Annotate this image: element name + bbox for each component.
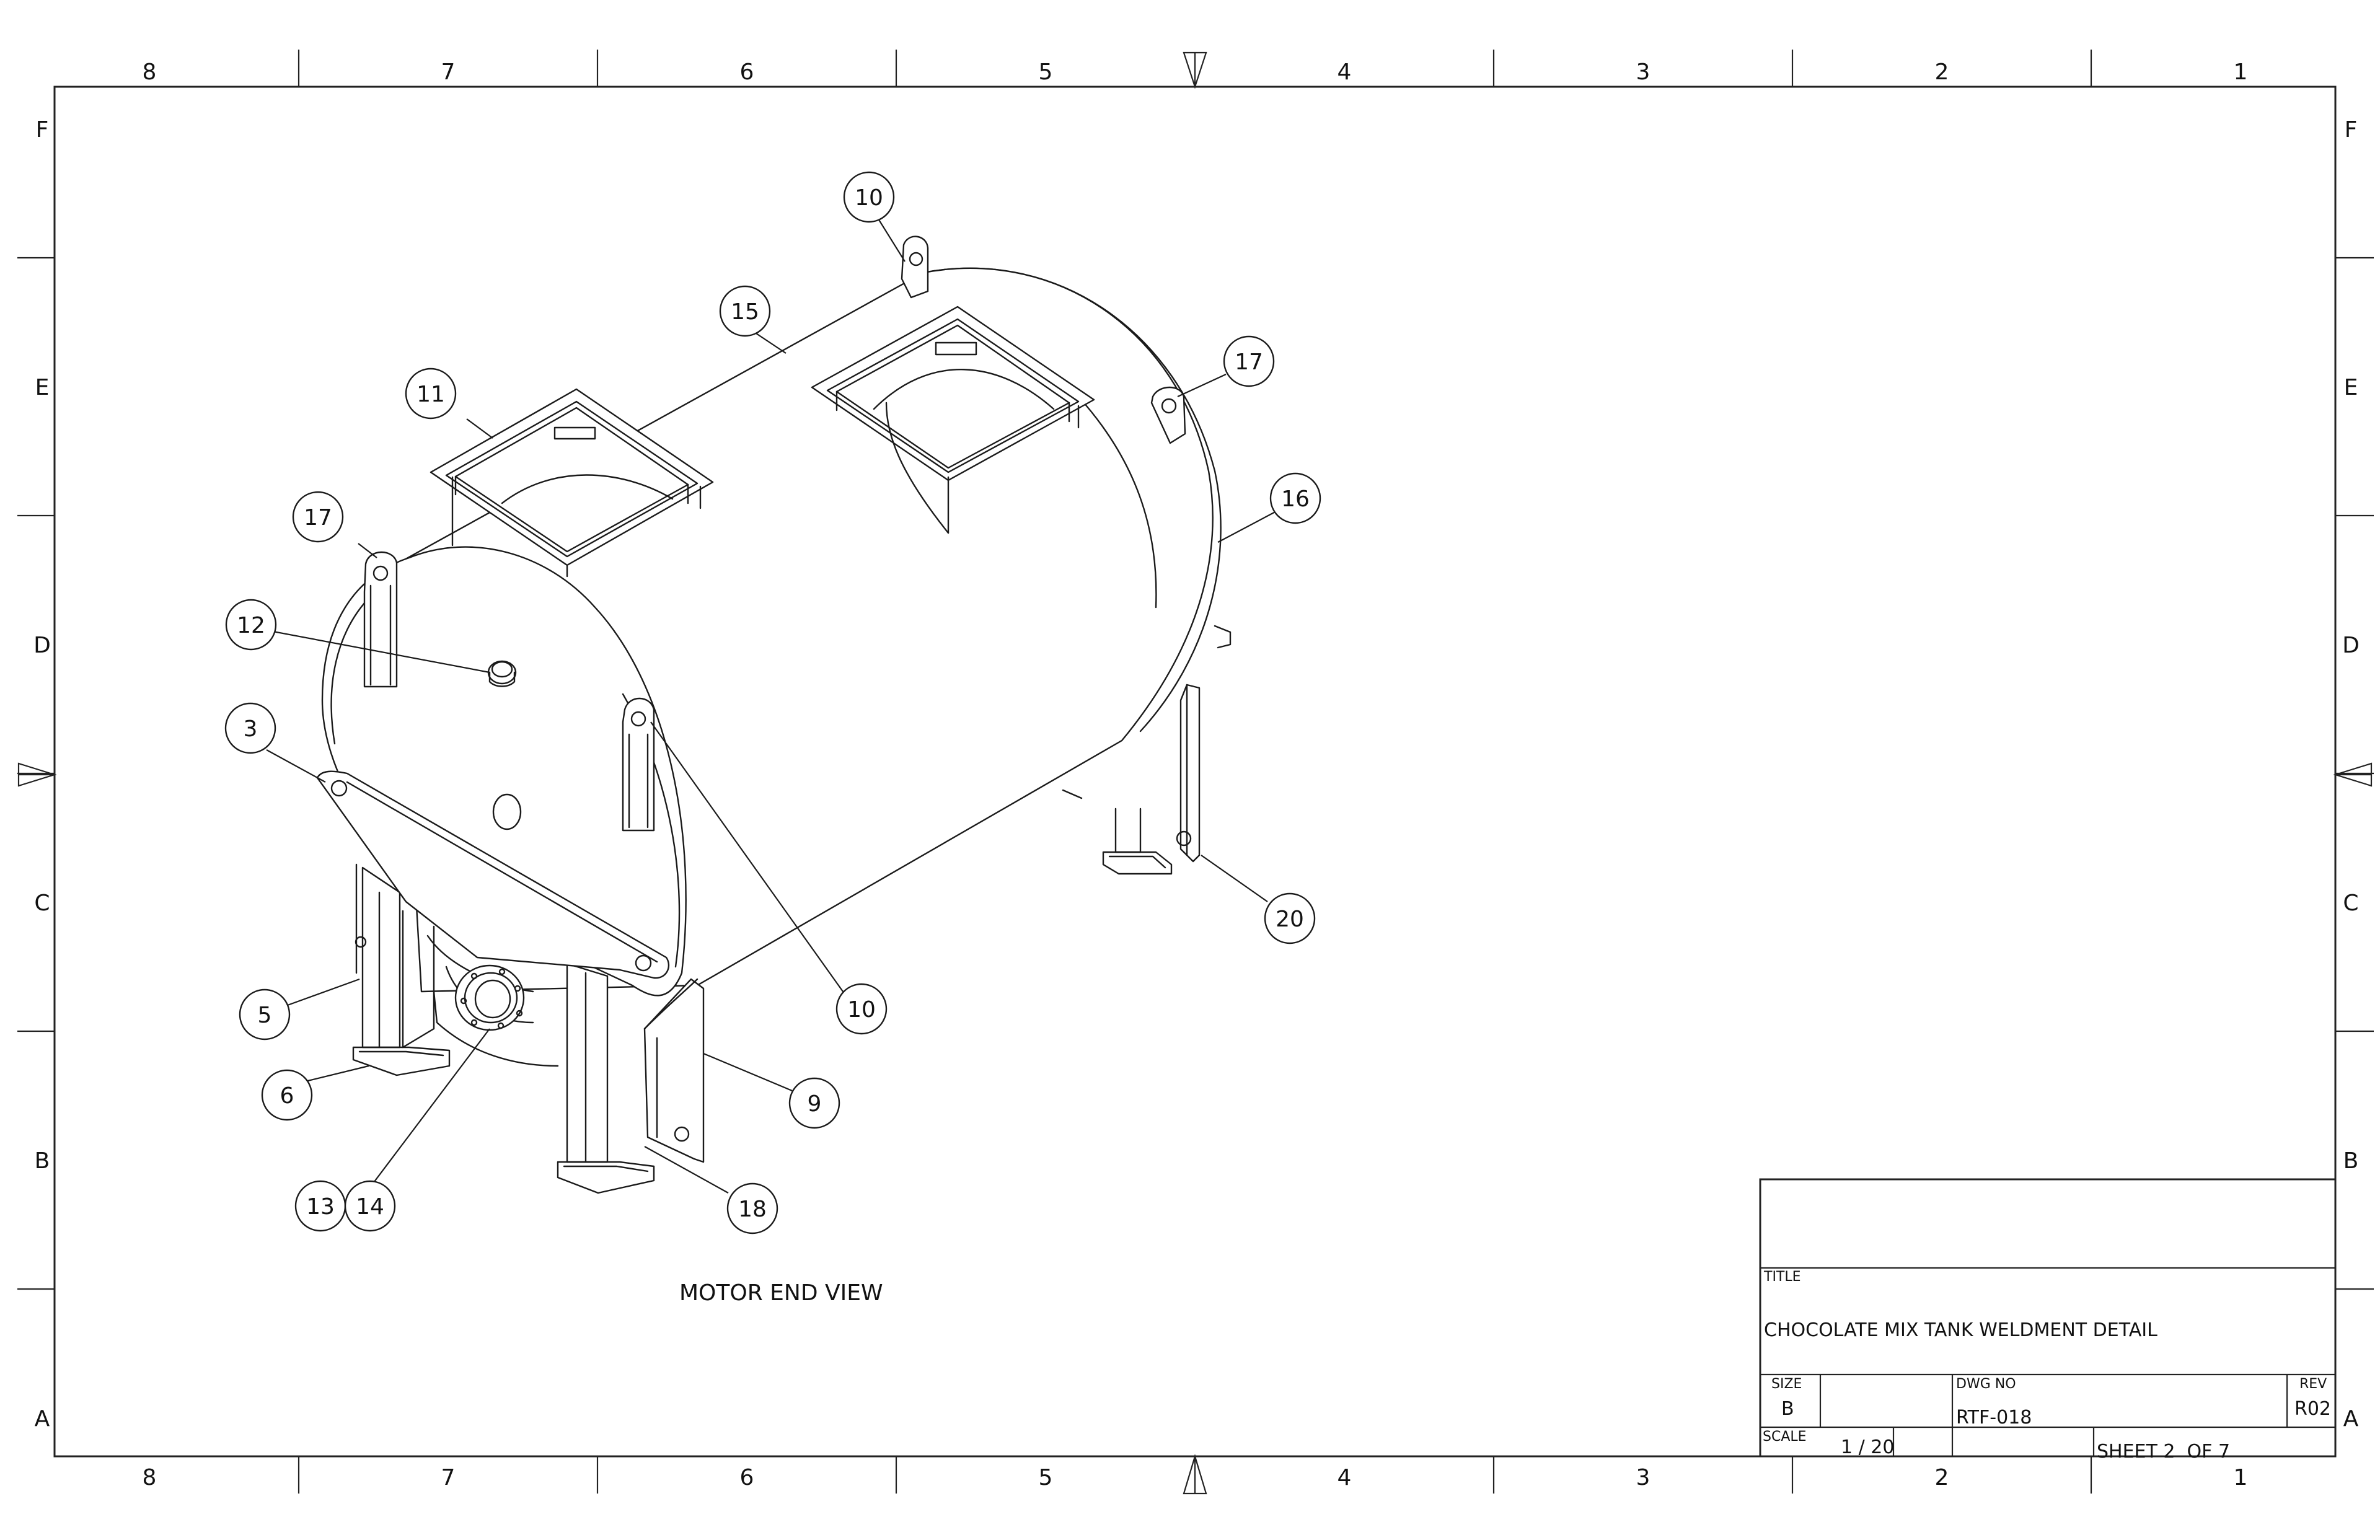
balloon: 11 <box>405 367 457 420</box>
zone-col-label: 6 <box>740 59 754 85</box>
balloon-label: 9 <box>808 1091 822 1117</box>
zone-col-label: 8 <box>143 59 157 85</box>
zone-row-label: D <box>33 633 51 658</box>
end-saddle-plate <box>316 770 670 979</box>
lifting-lug-top <box>901 235 929 299</box>
balloon: 17 <box>1223 335 1275 387</box>
rev-caption: REV <box>2299 1376 2327 1392</box>
lifting-lug-right <box>1150 386 1186 444</box>
title-caption: TITLE <box>1763 1269 1801 1285</box>
balloon: 17 <box>292 491 344 543</box>
dwg-no-caption: DWG NO <box>1956 1376 2016 1392</box>
balloon: 13 <box>294 1180 346 1232</box>
zone-col-label: 6 <box>740 1465 754 1490</box>
balloon: 20 <box>1264 892 1316 944</box>
zone-row-label: C <box>34 891 50 916</box>
balloon-label: 10 <box>855 185 883 211</box>
zone-row-label: A <box>35 1406 50 1432</box>
front-leg-left <box>352 863 451 1076</box>
balloon: 16 <box>1269 472 1321 524</box>
balloon-label: 10 <box>847 997 876 1023</box>
drawing-border <box>17 50 2374 1495</box>
zone-row-label: E <box>35 375 50 400</box>
balloon-label: 5 <box>258 1003 272 1028</box>
zone-col-label: 7 <box>441 1465 456 1490</box>
front-leg-right <box>557 962 655 1194</box>
zone-row-label: F <box>2345 117 2358 143</box>
zone-col-label: 5 <box>1039 1465 1053 1490</box>
zone-row-label: F <box>36 117 49 143</box>
balloon: 3 <box>224 702 276 754</box>
zone-col-label: 2 <box>1935 59 1949 85</box>
zone-col-label: 1 <box>2234 1465 2248 1490</box>
outlet-flange <box>426 935 559 1067</box>
zone-labels: 8 7 6 5 4 3 2 1 8 7 6 5 4 3 2 1 F E D C … <box>33 59 2360 1490</box>
balloon-label: 20 <box>1276 907 1304 932</box>
drawing-title: CHOCOLATE MIX TANK WELDMENT DETAIL <box>1764 1319 2157 1341</box>
balloon: 6 <box>261 1069 313 1121</box>
tank-weldment-isometric <box>316 235 1232 1194</box>
end-cap-port <box>492 793 522 830</box>
balloon-label: 3 <box>244 716 258 742</box>
balloon: 9 <box>788 1077 840 1129</box>
zone-row-label: D <box>2342 633 2360 658</box>
balloon-label: 15 <box>731 299 759 325</box>
balloon: 15 <box>719 285 771 337</box>
balloon-label: 17 <box>304 505 332 530</box>
balloon: 10 <box>835 983 888 1035</box>
zone-row-label: B <box>2343 1148 2359 1174</box>
balloon-label: 17 <box>1235 350 1263 375</box>
view-label: MOTOR END VIEW <box>679 1280 883 1306</box>
zone-col-label: 3 <box>1636 59 1651 85</box>
zone-col-label: 4 <box>1338 59 1352 85</box>
size-caption: SIZE <box>1771 1376 1802 1392</box>
end-cap-lug-right <box>622 697 655 832</box>
revision: R02 <box>2294 1398 2331 1420</box>
end-cap-lug-left <box>363 551 398 688</box>
zone-row-label: B <box>35 1148 50 1174</box>
zone-col-label: 1 <box>2234 59 2248 85</box>
title-block: TITLE CHOCOLATE MIX TANK WELDMENT DETAIL… <box>1759 1178 2337 1463</box>
scale-caption: SCALE <box>1763 1429 1807 1445</box>
front-hatch-frame <box>430 388 714 578</box>
balloon-label: 14 <box>356 1194 384 1220</box>
rear-leg <box>1102 807 1173 875</box>
front-support-plate <box>643 978 705 1163</box>
zone-row-label: C <box>2343 891 2358 916</box>
balloon: 14 <box>344 1180 396 1232</box>
balloon: 18 <box>726 1182 778 1234</box>
rear-hatch-frame <box>811 306 1095 534</box>
rear-support-plate <box>1062 684 1201 863</box>
zone-col-label: 2 <box>1935 1465 1949 1490</box>
balloon-label: 11 <box>416 382 445 407</box>
zone-row-label: A <box>2343 1406 2359 1432</box>
leader-lines <box>266 218 1280 1194</box>
sheet-size: B <box>1781 1398 1794 1420</box>
balloon: 12 <box>225 599 277 651</box>
drawing-number: RTF-018 <box>1956 1407 2032 1428</box>
zone-col-label: 5 <box>1039 59 1053 85</box>
balloon-label: 12 <box>237 613 265 638</box>
balloon: 10 <box>843 171 895 223</box>
balloon-label: 18 <box>738 1197 767 1222</box>
zone-col-label: 3 <box>1636 1465 1651 1490</box>
zone-col-label: 7 <box>441 59 456 85</box>
balloon: 5 <box>239 988 291 1041</box>
balloon-label: 16 <box>1281 486 1310 512</box>
balloon-label: 13 <box>306 1194 335 1220</box>
near-end-cap <box>321 546 687 997</box>
balloon-label: 6 <box>280 1083 294 1109</box>
balloons: 10 15 17 11 16 17 12 3 20 10 5 6 9 13 14… <box>224 171 1321 1234</box>
zone-row-label: E <box>2344 375 2358 400</box>
scale-value: 1 / 20 <box>1841 1437 1894 1458</box>
zone-col-label: 4 <box>1338 1465 1352 1490</box>
zone-col-label: 8 <box>143 1465 157 1490</box>
sheet-number: SHEET 2 OF 7 <box>2097 1441 2230 1463</box>
